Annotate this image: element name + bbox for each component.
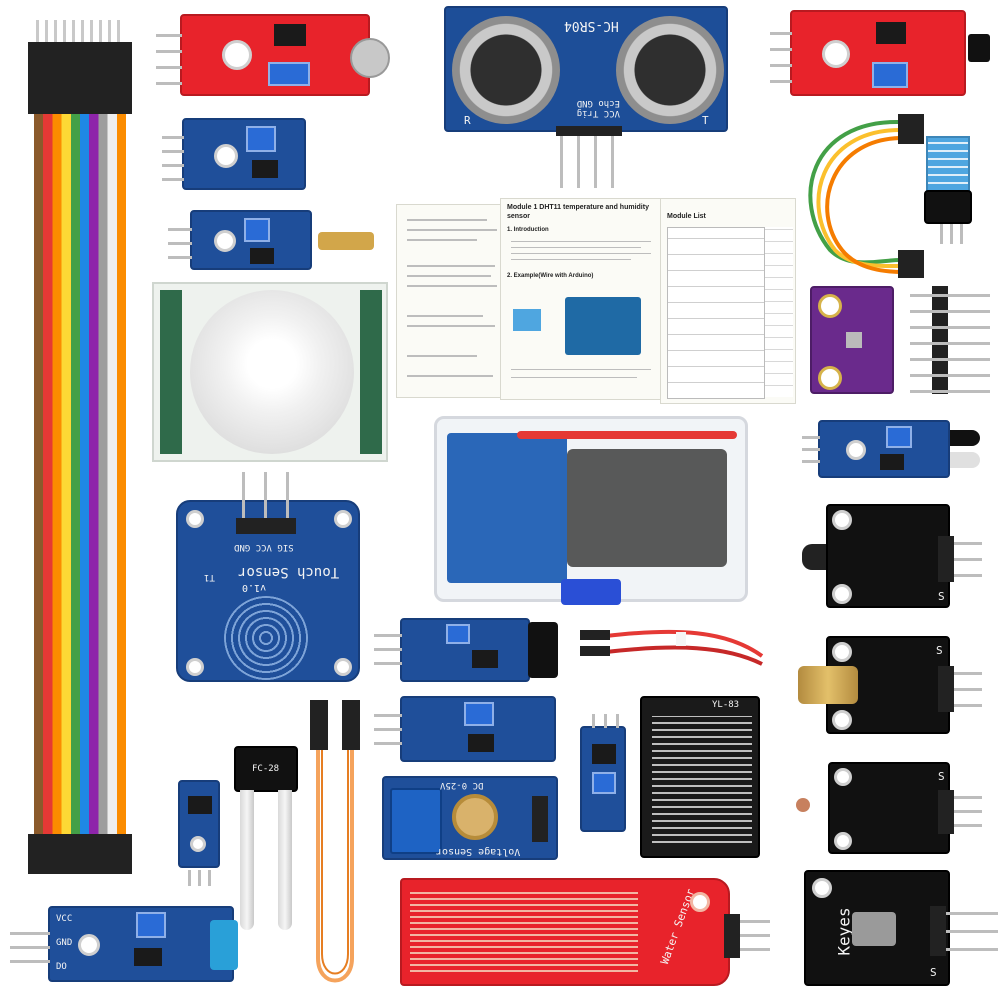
manual-section-example: 2. Example(Wire with Arduino) — [507, 273, 594, 279]
ribbon-wires — [34, 114, 126, 834]
manual-arduino-photo — [565, 297, 641, 355]
red-sensor-module-top-right — [770, 10, 990, 96]
ky3-s-label: S — [938, 770, 945, 783]
keyes-module: Keyes S — [804, 870, 998, 986]
vibration-sensor-module: VCC GND DO — [10, 906, 238, 982]
manual-page-dht11: Module 1 DHT11 temperature and humidity … — [500, 198, 662, 400]
small-module-left — [178, 780, 220, 886]
vibration-vcc-label: VCC — [56, 914, 73, 924]
screw-terminal — [390, 788, 442, 854]
pin-header-strip — [910, 286, 990, 396]
voltage-title-label: Voltage Sensor — [436, 846, 521, 857]
ultrasonic-t-label: T — [702, 114, 709, 127]
dupont-ribbon-cable — [28, 20, 132, 880]
orange-wire-loop — [310, 700, 360, 983]
pir-motion-sensor — [152, 282, 388, 462]
ky1-s-label: S — [938, 590, 945, 603]
rain-sensor-label: YL-83 — [712, 700, 740, 710]
dht11-board — [924, 190, 972, 244]
plastic-storage-box — [434, 416, 748, 605]
tilt-sensor-module — [168, 210, 374, 270]
ultrasonic-pins-label: VCC Trig Echo GND — [576, 98, 620, 118]
microphone — [350, 38, 390, 78]
small-vertical-module — [580, 714, 626, 832]
manual-heading: Module 1 DHT11 temperature and humidity … — [507, 204, 649, 220]
laser-head — [798, 666, 858, 704]
ribbon-bottom-header — [28, 834, 132, 874]
ultrasonic-receiver — [452, 16, 560, 124]
box-latch — [561, 579, 621, 605]
ultrasonic-model-label: HC-SR04 — [564, 18, 619, 33]
soil-probe-label: FC-28 — [252, 764, 280, 774]
ir-obstacle-module — [802, 420, 980, 478]
manual-page-back — [396, 204, 508, 398]
keyes-brand-label: Keyes — [834, 907, 854, 956]
manual-page-module-list: Module List — [660, 198, 796, 404]
touch-sensor-module: SIG VCC GND Touch Sensor v1.0 T1 — [176, 472, 360, 682]
manual-dht11-photo — [513, 309, 541, 331]
mid-module-2 — [374, 696, 556, 762]
touch-pins-label: SIG VCC GND — [234, 542, 294, 552]
ribbon-top-header — [28, 42, 132, 114]
soil-moisture-probe: FC-28 — [234, 746, 298, 932]
rain-sensor-plate: YL-83 — [640, 696, 760, 858]
vibration-do-label: DO — [56, 962, 67, 972]
light-sensor-module — [162, 118, 306, 190]
manual-module-list-title: Module List — [667, 213, 706, 220]
ky-module-3: S — [796, 762, 982, 854]
voltage-range-label: DC 0-25V — [440, 780, 484, 790]
ky-module-1: S — [802, 504, 982, 608]
ultrasonic-sensor-module: HC-SR04 VCC Trig Echo GND R T — [444, 6, 728, 188]
sound-sensor-module — [156, 14, 390, 96]
touch-title-label: Touch Sensor — [238, 564, 340, 580]
keyes-s-label: S — [930, 966, 937, 979]
manual-section-intro: 1. Introduction — [507, 227, 549, 233]
fresnel-lens-dome — [190, 290, 354, 454]
touch-version-label: v1.0 — [242, 582, 267, 593]
laser-module: S — [798, 636, 982, 734]
dht11-sensor — [926, 136, 970, 192]
touch-pad — [224, 596, 308, 680]
voltage-sensor-module: DC 0-25V Voltage Sensor — [382, 776, 558, 860]
touch-t1-label: T1 — [204, 572, 215, 582]
mid-module-1 — [374, 618, 558, 682]
vibration-gnd-label: GND — [56, 938, 73, 948]
purple-barometric-sensor — [810, 286, 894, 394]
water-level-sensor: Water Sensor — [400, 878, 770, 986]
red-black-jumper — [580, 629, 764, 666]
jumper-wire-loop — [808, 114, 924, 278]
ultrasonic-r-label: R — [464, 114, 471, 127]
ky2-s-label: S — [936, 644, 943, 657]
ultrasonic-transmitter — [616, 16, 724, 124]
